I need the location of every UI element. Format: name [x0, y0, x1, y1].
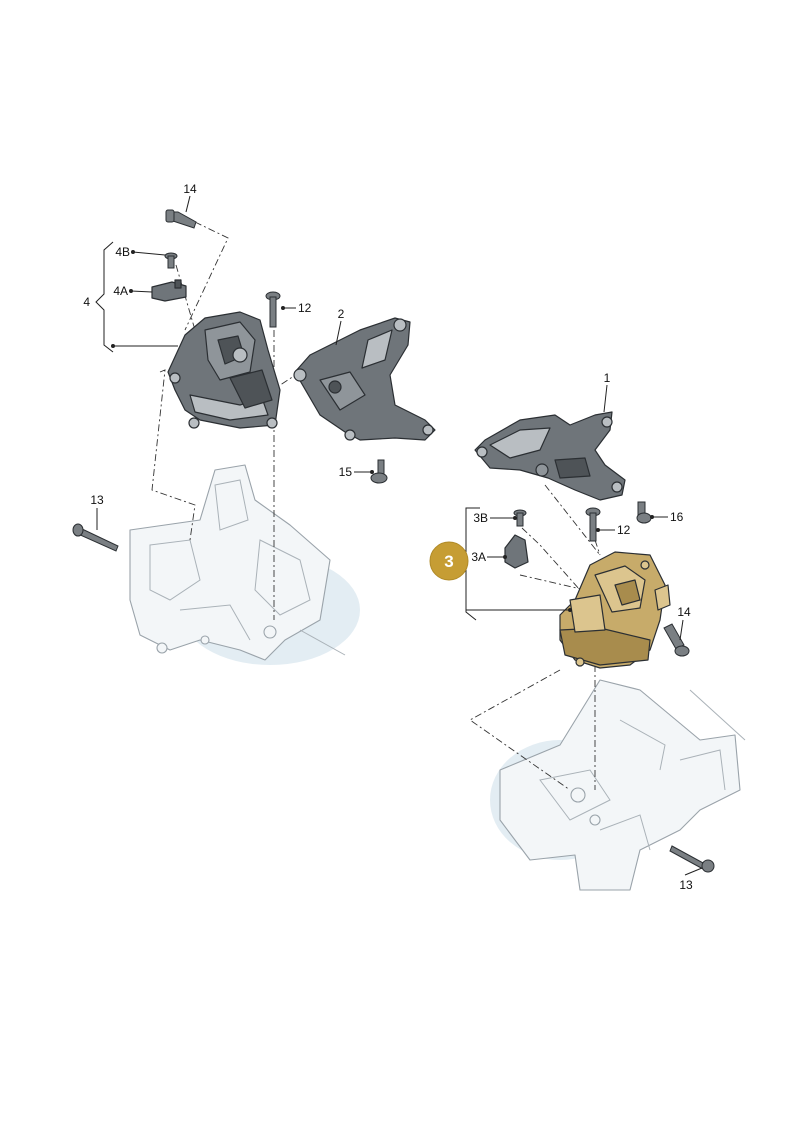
left-engine-mount	[167, 311, 281, 429]
callout-2: 2	[338, 307, 345, 321]
callout-12-left: 12	[298, 301, 312, 315]
callout-14-top: 14	[183, 182, 197, 196]
callout-16: 16	[670, 510, 684, 524]
bracket-1	[474, 411, 626, 501]
callout-labels: 14 4B 4A 4 12 2 15 13 1 3B 3A 12 16 14 1…	[83, 182, 693, 892]
callout-14-right: 14	[677, 605, 691, 619]
bolt-13-right	[669, 845, 715, 873]
callout-4: 4	[83, 295, 90, 309]
callout-3b: 3B	[473, 511, 488, 525]
bolt-14-top	[165, 209, 197, 229]
clip-3a	[504, 534, 529, 569]
bracket-2	[293, 317, 436, 441]
mount-3-highlighted	[559, 551, 671, 669]
bolt-15	[370, 459, 388, 484]
assembly-lines	[151, 221, 601, 791]
clip-4a	[151, 279, 187, 302]
part-3-badge[interactable]: 3	[429, 541, 469, 581]
screw-3b	[513, 509, 527, 527]
fasteners	[72, 209, 715, 873]
bolt-12-right	[585, 507, 601, 542]
bolt-13-left	[72, 523, 119, 552]
bolt-14-right	[663, 623, 690, 657]
callout-13-right: 13	[679, 878, 693, 892]
callout-12-right: 12	[617, 523, 631, 537]
badge-circle	[429, 541, 469, 581]
bolt-16	[636, 501, 652, 524]
callout-15: 15	[339, 465, 353, 479]
callout-3a: 3A	[471, 550, 486, 564]
callout-4a: 4A	[113, 284, 128, 298]
badge-number: 3	[444, 552, 453, 571]
left-subframe	[129, 464, 360, 665]
callout-4b: 4B	[115, 245, 130, 259]
callout-13-left: 13	[90, 493, 104, 507]
screw-4b	[164, 252, 178, 269]
bolt-12-left	[265, 291, 281, 328]
right-subframe	[490, 679, 746, 891]
callout-1: 1	[604, 371, 611, 385]
